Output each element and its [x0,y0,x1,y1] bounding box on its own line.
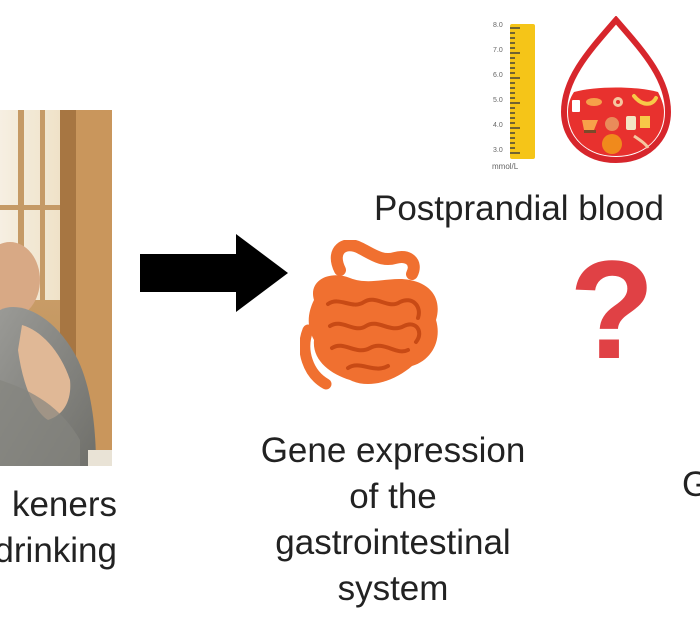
person-photo [0,110,112,466]
right-caption-partial: G [682,465,700,504]
meter-tick-7: 7.0 [493,47,503,54]
left-caption-line-1: keners [11,485,117,524]
left-caption-line-2: drinking [0,531,117,570]
meter-bar [510,24,535,159]
meter-tick-5: 5.0 [493,97,503,104]
meter-unit: mmol/L [492,162,519,171]
right-arrow-icon [138,232,290,314]
postprandial-caption: Postprandial blood [374,189,664,228]
meter-tick-3: 3.0 [493,147,503,154]
glucose-meter: 8.0 7.0 6.0 5.0 4.0 3.0 mmol/L [488,22,548,184]
question-mark-glyph: ? [572,246,652,374]
meter-tick-marks [510,27,520,154]
meter-tick-8: 8.0 [493,22,503,29]
gi-caption-line-3: gastrointestinal [275,523,511,562]
left-caption: keners drinking [0,482,117,574]
question-mark-icon: ? [569,231,655,388]
gi-caption-line-1: Gene expression [260,431,526,470]
meter-tick-6: 6.0 [493,72,503,79]
blood-drop-icon [556,15,676,164]
meter-tick-4: 4.0 [493,122,503,129]
gi-caption: Gene expression of the gastrointestinal … [233,428,553,612]
intestine-icon [299,239,448,395]
gi-caption-line-2: of the [349,477,437,516]
gi-caption-line-4: system [337,569,449,608]
person-photo-illustration [0,110,112,466]
